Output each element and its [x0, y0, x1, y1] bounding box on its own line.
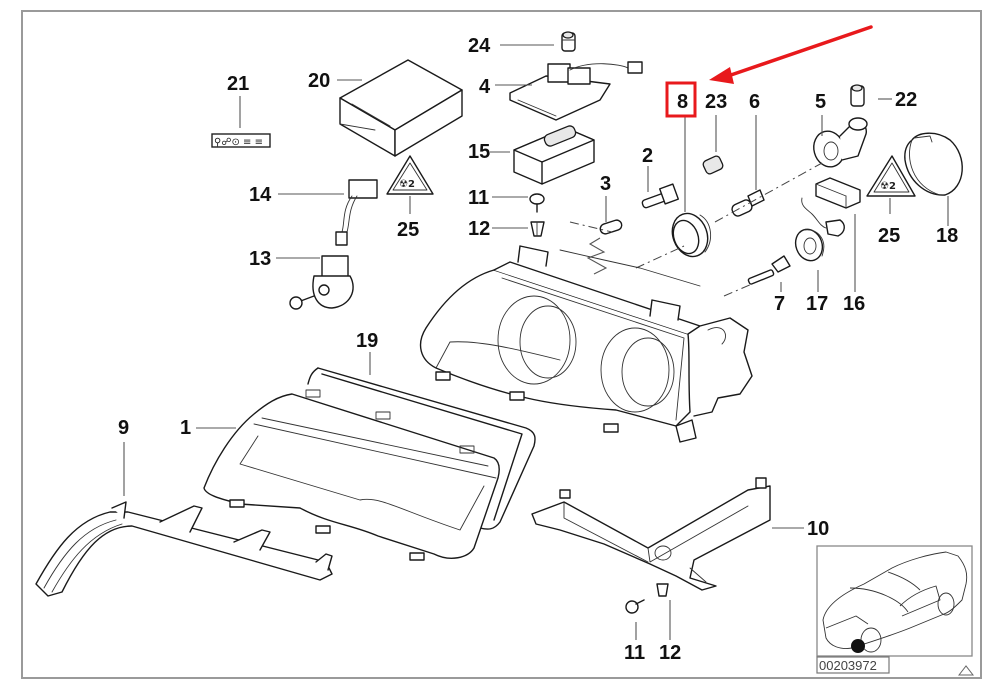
assembly-line-highbeam: [723, 283, 753, 297]
callout-6[interactable]: 6: [749, 91, 760, 113]
callout-5[interactable]: 5: [815, 91, 826, 113]
part-23-connector-plug[interactable]: [702, 155, 724, 175]
part-24-plug-cap[interactable]: [561, 31, 576, 52]
svg-text:☢2: ☢2: [399, 179, 415, 190]
part-3-parking-bulb[interactable]: [599, 219, 623, 235]
callout-24[interactable]: 24: [468, 35, 491, 57]
part-20-box[interactable]: [339, 59, 463, 157]
callout-25-left[interactable]: 25: [397, 219, 419, 241]
part-10-lower-bracket[interactable]: [531, 477, 771, 591]
assembly-line-cap: [635, 245, 685, 269]
part-9-trim-strip[interactable]: [35, 501, 333, 597]
svg-text:⚲☍⊙ ≡ ≡: ⚲☍⊙ ≡ ≡: [214, 137, 263, 148]
location-marker: [851, 639, 865, 653]
callout-13[interactable]: 13: [249, 248, 271, 270]
part-15-control-unit[interactable]: [513, 124, 595, 185]
callout-25-right[interactable]: 25: [878, 225, 900, 247]
callout-10[interactable]: 10: [807, 518, 829, 540]
callout-2[interactable]: 2: [642, 145, 653, 167]
callout-21[interactable]: 21: [227, 73, 249, 95]
part-2-xenon-bulb[interactable]: [641, 183, 680, 209]
part-16-harness-module[interactable]: [801, 177, 861, 237]
part-12-nut-top[interactable]: [530, 221, 545, 237]
part-25-warning-label-left[interactable]: ☢2: [386, 155, 434, 195]
assembly-line-socket: [714, 162, 823, 223]
callout-3[interactable]: 3: [600, 173, 611, 195]
assembly-step-line: [586, 237, 608, 275]
part-18-rear-cover[interactable]: [904, 132, 963, 196]
callout-14[interactable]: 14: [249, 184, 272, 206]
part-11-screw-bottom[interactable]: [625, 599, 645, 614]
callout-23[interactable]: 23: [705, 91, 727, 113]
callout-19[interactable]: 19: [356, 330, 378, 352]
callout-7[interactable]: 7: [774, 293, 785, 315]
callout-12-bottom[interactable]: 12: [659, 642, 681, 664]
part-4-bracket[interactable]: [509, 61, 643, 121]
part-13-leveling-motor[interactable]: [289, 255, 354, 310]
part-6-halogen-bulb[interactable]: [730, 189, 765, 218]
part-7-high-beam-bulb[interactable]: [747, 255, 791, 285]
callout-17[interactable]: 17: [806, 293, 828, 315]
part-8-sealing-cap[interactable]: [667, 209, 714, 262]
callout-18[interactable]: 18: [936, 225, 958, 247]
part-17-bulb-cover[interactable]: [791, 226, 826, 265]
part-22-igniter-cap[interactable]: [850, 84, 865, 107]
callout-15[interactable]: 15: [468, 141, 490, 163]
callout-11-top[interactable]: 11: [468, 187, 489, 209]
reference-number: 00203972: [819, 658, 877, 673]
triangle-symbol-icon: [957, 665, 975, 676]
part-5-socket-cap[interactable]: [810, 117, 868, 170]
callout-22[interactable]: 22: [895, 89, 917, 111]
callout-9[interactable]: 9: [118, 417, 129, 439]
red-arrow-head: [709, 67, 734, 84]
part-12-nut-bottom[interactable]: [656, 583, 669, 597]
callout-1[interactable]: 1: [180, 417, 191, 439]
red-arrow: [726, 25, 873, 78]
part-11-screw-top[interactable]: [529, 193, 545, 213]
callout-4[interactable]: 4: [479, 76, 491, 98]
callout-8[interactable]: 8: [677, 91, 688, 113]
part-21-label[interactable]: ⚲☍⊙ ≡ ≡: [211, 133, 271, 148]
callout-12-top[interactable]: 12: [468, 218, 490, 240]
callout-16[interactable]: 16: [843, 293, 865, 315]
svg-text:☢2: ☢2: [880, 181, 896, 192]
part-14-connector[interactable]: [335, 179, 378, 246]
callout-20[interactable]: 20: [308, 70, 330, 92]
callout-11-bottom[interactable]: 11: [624, 642, 645, 664]
vehicle-location-inset: [816, 545, 973, 657]
